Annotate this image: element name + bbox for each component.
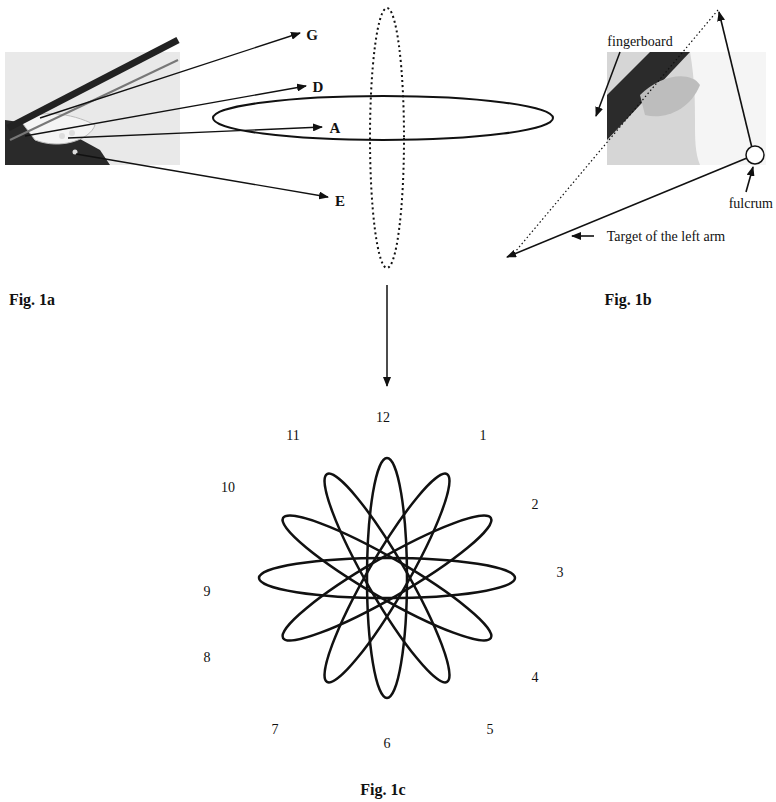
part-name: fulcrum bbox=[729, 196, 773, 211]
string-arrows bbox=[25, 33, 328, 197]
clock-number: 7 bbox=[272, 722, 279, 737]
arm-arrows bbox=[507, 12, 753, 257]
fulcrum-circle bbox=[746, 146, 764, 164]
part-name: Target of the left arm bbox=[607, 229, 726, 244]
rosette bbox=[259, 458, 515, 698]
clock-number: 11 bbox=[286, 428, 299, 443]
clock-number: 8 bbox=[204, 650, 211, 665]
string-name: E bbox=[335, 193, 345, 210]
clock-number: 3 bbox=[557, 565, 564, 580]
fingerboard-line bbox=[510, 10, 718, 258]
figure-caption: Fig. 1c bbox=[360, 781, 405, 799]
clock-number: 12 bbox=[376, 410, 390, 425]
figure-caption: Fig. 1a bbox=[9, 291, 55, 309]
dotted-ellipse bbox=[370, 8, 404, 268]
string-name: G bbox=[306, 27, 318, 44]
string-name: D bbox=[313, 79, 324, 96]
clock-number: 5 bbox=[487, 722, 494, 737]
figure-caption: Fig. 1b bbox=[604, 291, 651, 309]
clock-number: 10 bbox=[221, 480, 235, 495]
clock-number: 2 bbox=[532, 497, 539, 512]
clock-number: 9 bbox=[204, 584, 211, 599]
clock-number: 6 bbox=[384, 736, 391, 751]
string-name: A bbox=[330, 120, 341, 137]
clock-number: 1 bbox=[480, 428, 487, 443]
bow-ellipse bbox=[213, 96, 553, 140]
down-arrow bbox=[386, 285, 388, 386]
bow-photo bbox=[5, 40, 180, 165]
clock-number: 4 bbox=[532, 670, 539, 685]
part-name: fingerboard bbox=[607, 34, 672, 49]
